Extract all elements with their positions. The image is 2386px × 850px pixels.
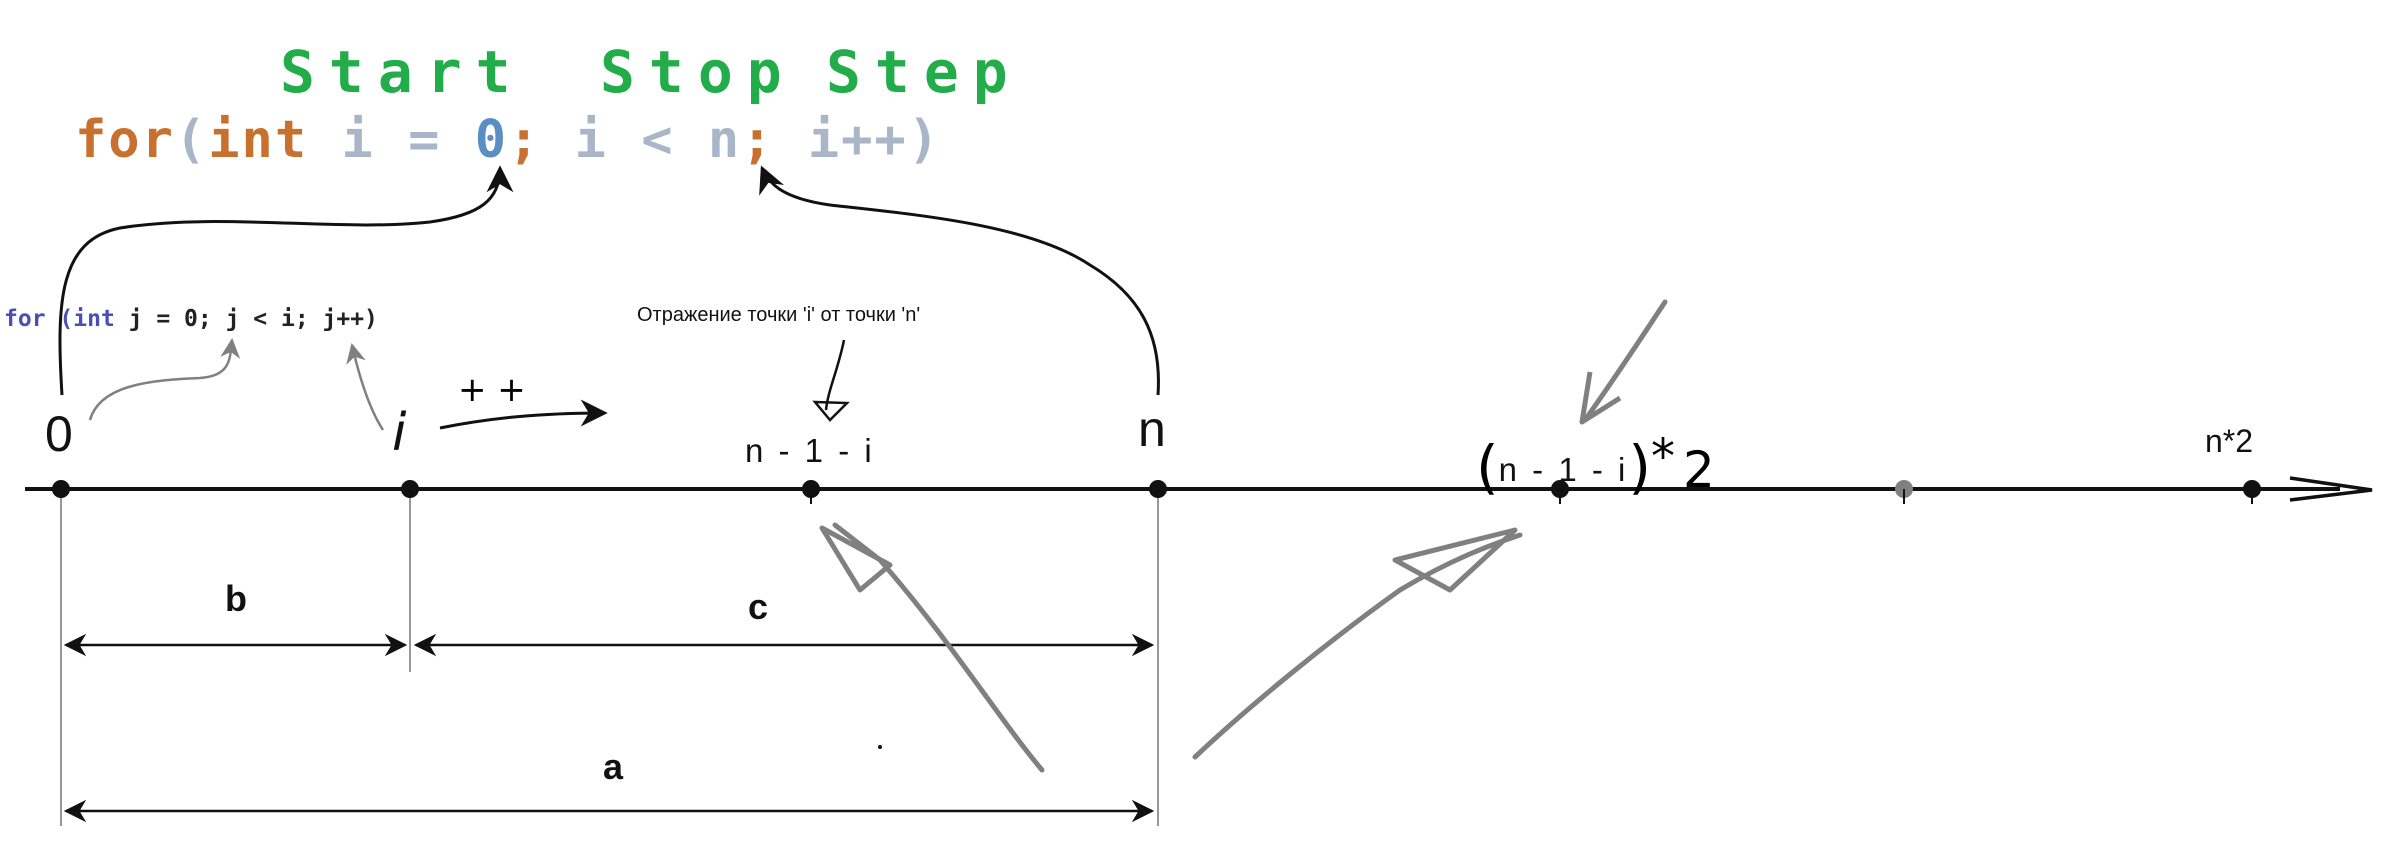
label-increment: + + [458,370,526,410]
outer-sep-1: ; [508,110,542,170]
axis-arrowhead [2289,476,2373,502]
double-open-paren: ( [1476,433,1499,501]
gray-stroke-double [1192,532,1523,760]
outer-open-paren: ( [174,110,209,170]
annotation-pointer [824,339,846,411]
inner-for-keyword: for [4,306,46,332]
dimension-b-label: b [225,578,247,619]
outer-loop-code: for(int i = 0; i < n; i++) [75,110,941,170]
label-n: n [1138,401,1166,457]
point-i [401,480,419,498]
start-label: Start [280,38,525,106]
inner-loop-rest: j = 0; j < i; j++) [128,306,378,332]
outer-step: i++ [807,110,908,170]
gray-arrowhead-reflection [819,525,893,593]
outer-int-keyword: int [208,110,309,170]
outer-init-var: i = [341,110,442,170]
increment-arrow [439,399,608,430]
gray-arrow-inner-init [88,338,241,421]
label-reflection: n - 1 - i [745,432,875,469]
point-zero [52,480,70,498]
outer-sep-2: ; [741,110,775,170]
point-n [1149,480,1167,498]
gray-stroke-top [1582,299,1668,423]
outer-close-paren: ) [907,110,942,170]
stop-label: Stop [600,38,796,106]
outer-cond-var: i < [574,110,675,170]
label-n-times-2: n*2 [2205,423,2254,459]
inner-int-keyword: (int [59,306,115,332]
double-close-paren: ) [1628,433,1651,501]
double-factor: 2 [1682,441,1715,499]
gray-stroke-reflection [832,522,1045,773]
inner-loop-code: for (int j = 0; j < i; j++) [4,306,378,332]
gray-arrow-inner-cond [346,343,385,431]
label-zero: 0 [45,406,73,462]
outer-cond-limit: n [707,110,742,170]
curve-zero-to-init [58,165,514,396]
step-label: Step [826,38,1022,106]
dimension-a-label: a [603,746,624,787]
gray-arrowhead-top [1579,371,1622,425]
outer-for-keyword: for [75,110,175,170]
double-expr: n - 1 - i [1498,451,1629,488]
gray-arrowhead-double [1392,527,1518,593]
dimension-c-label: c [748,586,769,627]
curve-n-to-limit [759,165,1160,396]
label-i: i [392,403,407,463]
stray-dot [878,745,882,749]
double-star: * [1650,429,1675,485]
annotation-pointer-head [812,400,850,422]
label-double-group: (n - 1 - i)*2 [1460,415,1715,519]
outer-init-value: 0 [474,110,509,170]
reflection-annotation: Отражение точки 'i' от точки 'n' [637,304,921,326]
